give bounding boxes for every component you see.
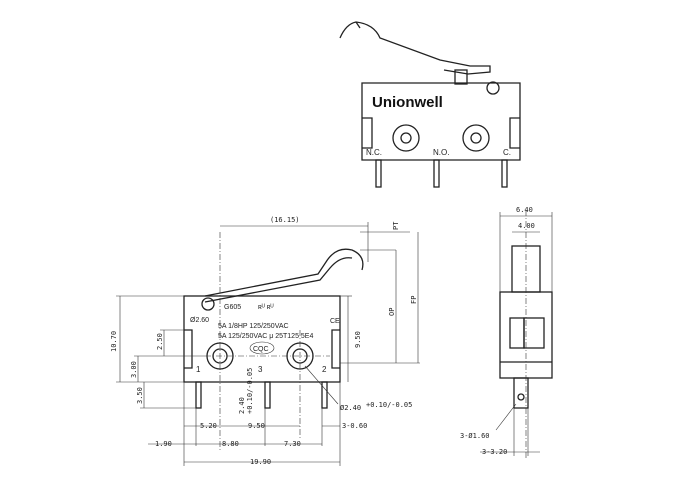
dim-pt: PT (392, 221, 400, 230)
rating-line-1: 5A 1/8HP 125/250VAC (218, 323, 289, 330)
dim-op: OP (388, 308, 396, 316)
dim-3-060: 3-0.60 (342, 422, 367, 430)
front-body (183, 295, 341, 383)
terminal-label-no: N.O. (433, 148, 449, 157)
dim-9-50-vertical: 9.50 (354, 331, 362, 348)
terminal-number-2: 2 (322, 365, 327, 374)
cqc-mark (249, 341, 275, 355)
top-hole-c (462, 124, 490, 152)
dim-4-00: 4.00 (518, 222, 535, 230)
dim-2-40-b-tol: +0.10/-0.05 (366, 401, 412, 409)
dim-7-30: 7.30 (284, 440, 301, 448)
top-view: Unionwell N.C. N.O. C. (339, 21, 521, 188)
dim-19-90: 19.90 (250, 458, 271, 466)
dim-2-40-a-tol: +0.10/-0.05 (246, 368, 254, 414)
top-pin-1 (375, 159, 382, 188)
ul-mark: ʀᵁ ʀᵁ (258, 304, 274, 311)
dim-2-50: 2.50 (156, 333, 164, 350)
top-lever (339, 21, 491, 75)
dim-3-00: 3.00 (130, 361, 138, 378)
brand-label: Unionwell (372, 94, 443, 111)
top-hole-no (392, 124, 420, 152)
side-view: 6.40 4.00 3-Ø1.60 3-3.20 (460, 206, 553, 460)
dim-6-40: 6.40 (516, 206, 533, 214)
rating-line-2: 5A 125/250VAC μ 25T125 5E4 (218, 333, 313, 340)
front-pin-2 (321, 381, 328, 409)
front-pin-1 (195, 381, 202, 409)
model-label: G605 (224, 304, 241, 311)
dim-5-20: 5.20 (200, 422, 217, 430)
terminal-number-3: 3 (258, 365, 263, 374)
dim-2-40-b: Ø2.40 (340, 404, 361, 412)
terminal-label-c: C. (503, 148, 511, 157)
svg-text:CQC: CQC (253, 346, 269, 353)
dim-10-70: 10.70 (110, 331, 118, 352)
ce-mark: CE (330, 318, 340, 325)
top-pin-3 (501, 159, 508, 188)
front-mount-hole-top (201, 297, 215, 311)
dim-2-40-a: 2.40 (238, 397, 246, 414)
top-pin-2 (433, 159, 440, 188)
dim-3-320: 3-3.20 (482, 448, 507, 456)
side-pin (513, 377, 529, 409)
dim-8-80: 8.80 (222, 440, 239, 448)
dim-16-15: (16.15) (270, 216, 300, 224)
dim-fp: FP (410, 296, 418, 304)
terminal-number-1: 1 (196, 365, 201, 374)
front-pin-3 (264, 381, 271, 409)
front-view: G605 ʀᵁ ʀᵁ 5A 1/8HP 125/250VAC 5A 125/25… (110, 216, 420, 466)
terminal-label-nc: N.C. (366, 148, 382, 157)
dim-3-160: 3-Ø1.60 (460, 432, 490, 440)
hole-diameter-label: Ø2.60 (190, 317, 209, 324)
dim-3-50: 3.50 (136, 387, 144, 404)
dim-1-90: 1.90 (155, 440, 172, 448)
dim-9-50-horizontal: 9.50 (248, 422, 265, 430)
top-mount-hole (486, 81, 500, 95)
front-lever (204, 248, 364, 303)
